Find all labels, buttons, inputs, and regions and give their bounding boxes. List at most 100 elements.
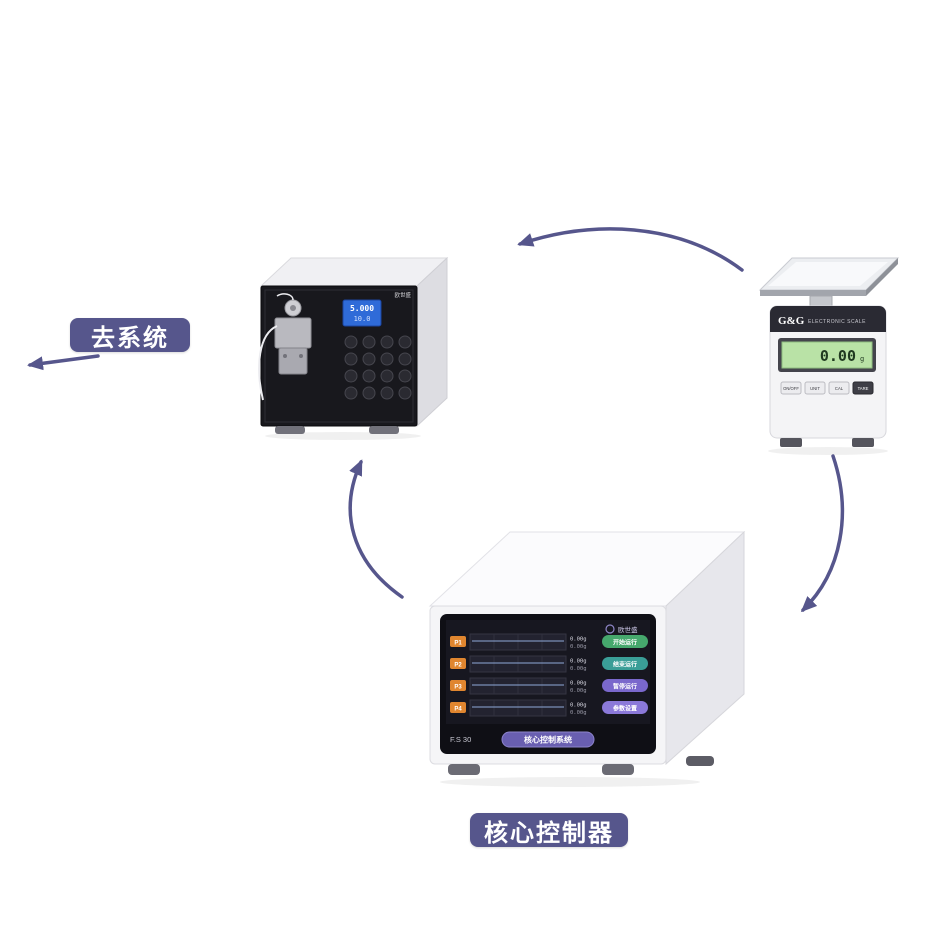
scale-tagline: ELECTRONIC SCALE xyxy=(808,319,866,325)
scale-pan-highlight xyxy=(768,262,888,286)
controller-logo-icon xyxy=(605,624,615,634)
controller-device: 欧世盛 P1 0.00g 0.00g 开始运行 P2 0.00g 0.00g 结… xyxy=(428,530,746,787)
screen-button-stop-label: 结束运行 xyxy=(613,661,637,669)
pump-keypad-button xyxy=(398,386,412,400)
pump-panel-bezel xyxy=(264,289,414,423)
scale-display: 0.00 g xyxy=(778,338,876,372)
pump-display-screen xyxy=(342,299,382,327)
scale-pan-neck xyxy=(809,295,833,307)
channel-tag xyxy=(450,680,466,691)
scale-button-tare-label: TARE xyxy=(858,386,869,391)
channel-tag xyxy=(450,658,466,669)
pump-brand-logo: 欧世盛 xyxy=(394,291,411,299)
scale-button-unit xyxy=(804,381,826,395)
pump-head-bolt xyxy=(283,354,287,358)
pump-keypad-button xyxy=(398,352,412,366)
pump-keypad-button xyxy=(380,335,394,349)
channel-graph-grid xyxy=(493,634,543,650)
pump-head-block xyxy=(274,317,312,349)
channel-tag-label: P3 xyxy=(454,685,462,691)
scale-button-cal xyxy=(828,381,850,395)
pump-top-face xyxy=(259,257,449,287)
pump-keypad-button xyxy=(380,369,394,383)
channel-subvalue: 0.00g xyxy=(570,666,587,672)
channel-tag xyxy=(450,702,466,713)
screen-button-pause xyxy=(602,679,648,692)
channel-subvalue: 0.00g xyxy=(570,710,587,716)
pump-keypad-button xyxy=(362,335,376,349)
pump-display-line1: 5.000 xyxy=(350,304,374,313)
screen-button-settings xyxy=(602,701,648,714)
screen-button-start-label: 开始运行 xyxy=(613,639,637,647)
balance-device: G&G ELECTRONIC SCALE 0.00 g ON/OFF UNIT … xyxy=(758,257,900,455)
pump-device: 5.000 10.0 欧世盛 xyxy=(258,256,449,440)
screen-button-start xyxy=(602,635,648,648)
channel-value: 0.00g xyxy=(570,659,587,665)
scale-foot xyxy=(780,438,802,447)
channel-graph-grid xyxy=(493,678,543,694)
channel-value: 0.00g xyxy=(570,703,587,709)
pump-keypad-button xyxy=(344,352,358,366)
scale-foot xyxy=(852,438,874,447)
controller-foot xyxy=(686,756,714,766)
pump-display-line2: 10.0 xyxy=(354,315,371,323)
pump-head-lower-block xyxy=(278,347,308,375)
scale-button-onoff-label: ON/OFF xyxy=(783,386,799,391)
pump-head-bolt xyxy=(299,354,303,358)
pump-keypad-button xyxy=(380,386,394,400)
controller-screen-badge-label: 核心控制系统 xyxy=(524,735,572,745)
label-core-controller: 核心控制器 xyxy=(470,813,628,847)
controller-channel-row: P3 0.00g 0.00g 暂停运行 xyxy=(450,677,648,695)
pump-display: 5.000 10.0 xyxy=(342,299,382,327)
arrow-to-system xyxy=(27,354,100,371)
scale-pan-edge-right xyxy=(866,258,898,296)
channel-subvalue: 0.00g xyxy=(570,688,587,694)
controller-screen-badge xyxy=(501,731,595,748)
pump-keypad-button xyxy=(398,369,412,383)
pump-tubing-top xyxy=(276,293,294,301)
channel-tag-label: P1 xyxy=(454,641,462,647)
controller-channel-row: P4 0.00g 0.00g 参数设置 xyxy=(450,699,648,717)
pump-keypad-button xyxy=(362,352,376,366)
controller-channel-row: P1 0.00g 0.00g 开始运行 xyxy=(450,633,648,651)
channel-tag-label: P4 xyxy=(454,707,462,713)
arrow-scale-to-controller xyxy=(800,454,845,613)
pump-keypad-button xyxy=(344,386,358,400)
pump-keypad xyxy=(344,335,412,400)
scale-shadow xyxy=(768,447,888,455)
controller-foot xyxy=(448,764,480,775)
pump-keypad-button xyxy=(362,386,376,400)
pump-keypad-button xyxy=(362,369,376,383)
scale-brand-band xyxy=(770,306,886,332)
pump-keypad-button xyxy=(344,369,358,383)
controller-channel-row: P2 0.00g 0.00g 结束运行 xyxy=(450,655,648,673)
screen-button-stop xyxy=(602,657,648,670)
pump-foot xyxy=(275,426,305,434)
scale-pan-edge xyxy=(760,290,866,296)
controller-brand: 欧世盛 xyxy=(618,625,638,634)
scale-weight-unit: g xyxy=(860,355,864,363)
scale-button-tare xyxy=(852,381,874,395)
channel-value: 0.00g xyxy=(570,637,587,643)
channel-subvalue: 0.00g xyxy=(570,644,587,650)
screen-button-pause-label: 暂停运行 xyxy=(613,683,637,691)
channel-value: 0.00g xyxy=(570,681,587,687)
channel-graph-grid xyxy=(493,656,543,672)
scale-button-onoff xyxy=(780,381,802,395)
channel-graph-grid xyxy=(493,700,543,716)
scale-button-unit-label: UNIT xyxy=(810,386,820,391)
pump-head-cap-center xyxy=(290,305,296,311)
scale-pan xyxy=(758,257,900,307)
scale-keys: ON/OFF UNIT CAL TARE xyxy=(780,381,874,395)
pump-head xyxy=(258,293,312,401)
label-to-system: 去系统 xyxy=(70,318,190,352)
channel-tag xyxy=(450,636,466,647)
pump-side-face xyxy=(416,256,448,428)
scale-button-cal-label: CAL xyxy=(835,386,844,391)
channel-tag-label: P2 xyxy=(454,663,462,669)
controller-shadow xyxy=(440,777,700,787)
scale-lcd xyxy=(781,341,873,369)
scale-weight-value: 0.00 xyxy=(820,347,856,365)
